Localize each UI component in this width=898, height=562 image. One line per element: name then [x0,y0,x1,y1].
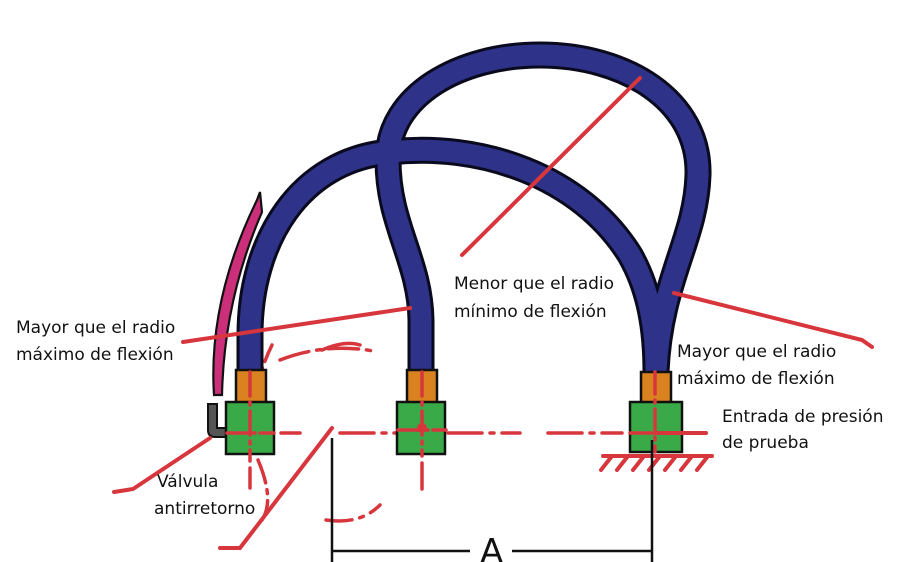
hoses [236,41,712,373]
left-hose [239,139,667,373]
rotation-arc-upper [278,346,380,362]
block-centerlines [225,370,684,457]
middle-callout-leader [460,76,642,257]
rotation-arc-upper-short [320,341,362,352]
rotation-arc-lower [324,503,382,523]
labels: Mayor que el radio máximo de flexión Men… [16,274,883,519]
inlet-label-line2: de prueba [722,433,809,453]
left-hose-label-line2: máximo de flexión [16,345,174,365]
fittings [234,368,673,406]
inlet-label-line1: Entrada de presión [722,407,883,427]
left-hose-label-line1: Mayor que el radio [16,318,175,338]
dimension-a [330,438,654,562]
right-callout-leader [672,291,874,349]
bottom-callout-leader [218,426,334,550]
left-callout-leader [181,306,412,344]
right-hose-label-line1: Mayor que el radio [677,342,836,362]
right-hose-label-line2: máximo de flexión [677,369,835,389]
valve-label-line1: Válvula [157,472,218,492]
mounting-blocks [224,400,684,456]
valve-callout-leader [112,436,212,494]
middle-center-dot [417,423,427,433]
middle-hose [377,44,709,373]
dimension-label: A [480,532,503,562]
middle-hose-label-line1: Menor que el radio [454,274,614,294]
callout-leaders [112,76,874,550]
middle-hose-label-line2: mínimo de flexión [454,302,607,322]
check-valve-tube [207,191,264,438]
valve-label-line2: antirretorno [154,499,255,519]
check-valve-elbow [207,403,229,438]
fixed-ground [599,454,714,472]
